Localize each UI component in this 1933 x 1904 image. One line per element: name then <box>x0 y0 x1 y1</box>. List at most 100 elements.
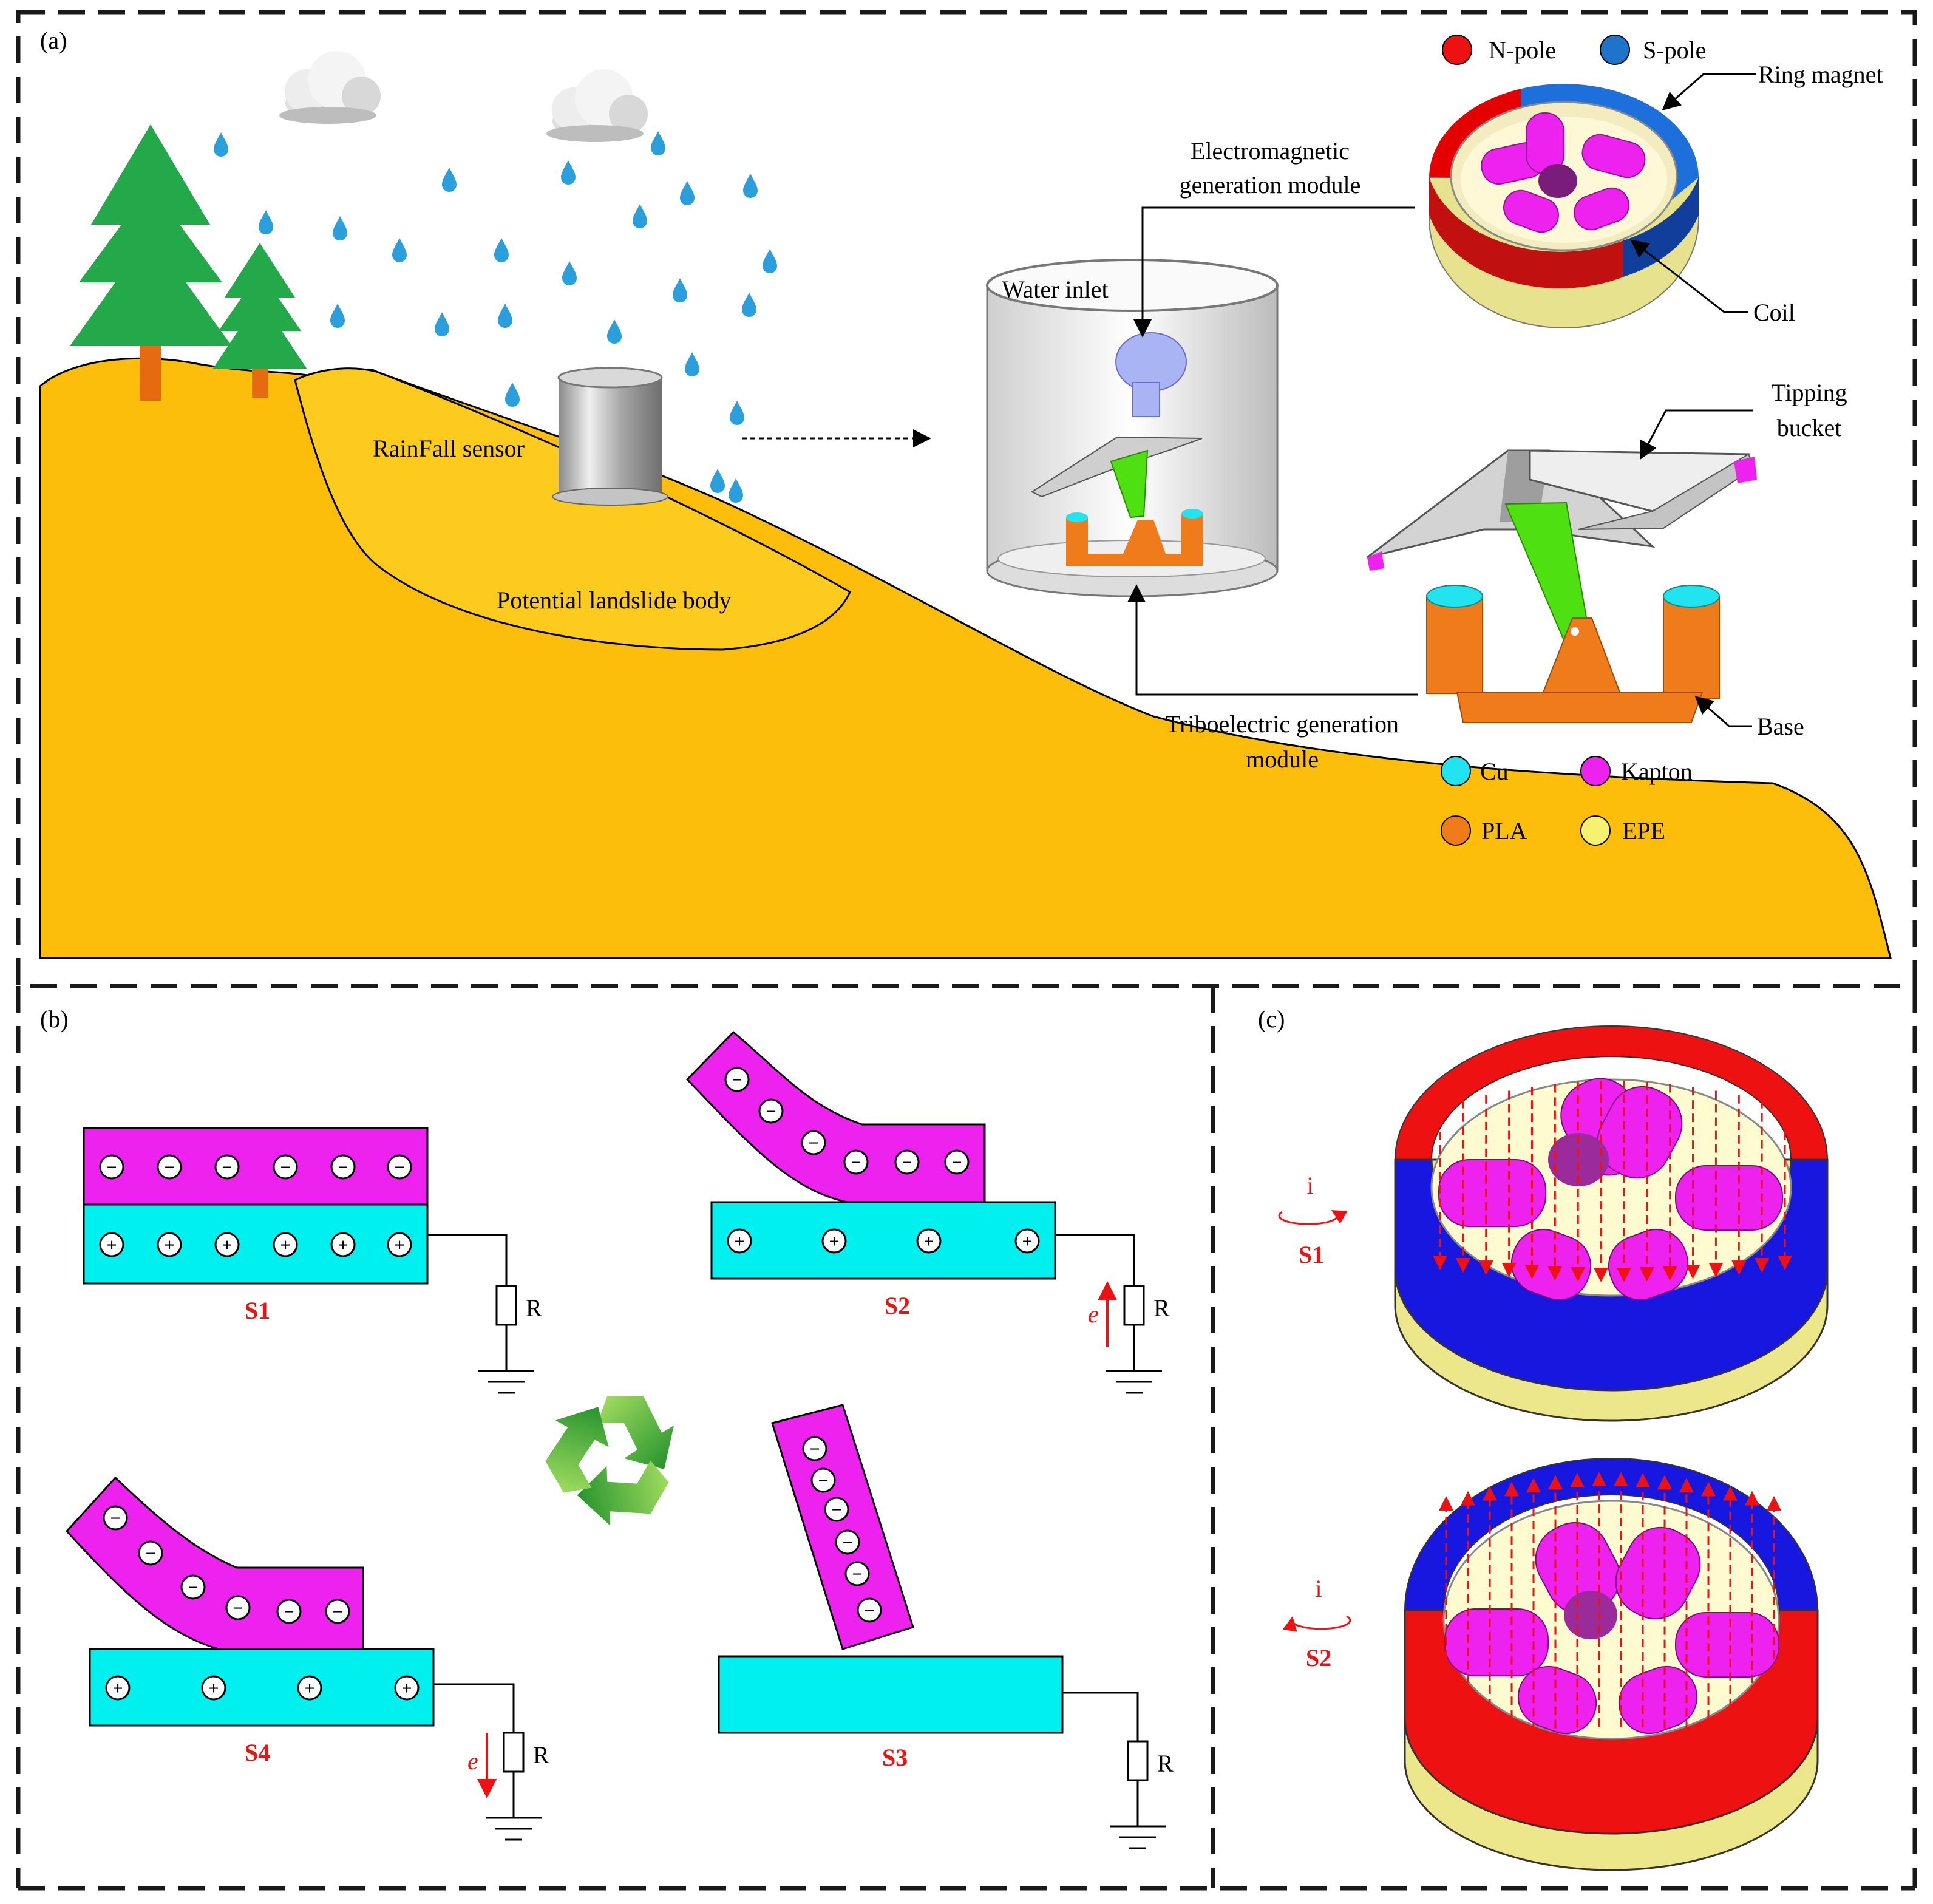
charge-sign: − <box>842 1533 852 1553</box>
charge-sign: + <box>401 1679 412 1699</box>
negative-charge-icon: − <box>835 1529 860 1555</box>
current-label: i <box>1306 1172 1313 1199</box>
negative-charge-icon: − <box>225 1595 251 1620</box>
current-loop-s2: i S2 <box>1283 1575 1351 1671</box>
ring-magnet-s1-icon <box>1394 1025 1829 1422</box>
negative-charge-icon: − <box>138 1540 163 1566</box>
kapton-swatch <box>1580 756 1611 786</box>
resistor-ground: R <box>1110 1735 1174 1849</box>
base-label: Base <box>1757 713 1804 740</box>
rainfall-sensor-label: RainFall sensor <box>373 435 525 462</box>
em-module-label-line1: Electromagnetic <box>1191 137 1350 165</box>
positive-charge-icon: + <box>394 1675 420 1701</box>
tipping-bucket-label-line1: Tipping <box>1771 379 1847 406</box>
rainfall-sensor-icon <box>552 367 668 506</box>
resistor-label: R <box>1153 1294 1170 1322</box>
charge-sign: − <box>145 1544 155 1564</box>
resistor-ground: Re <box>1088 1280 1170 1394</box>
negative-charge-icon: − <box>325 1599 350 1624</box>
resistor-icon <box>1127 1740 1149 1781</box>
charge-sign: − <box>284 1602 294 1622</box>
negative-charge-icon: − <box>857 1597 882 1623</box>
negative-charge-icon: − <box>214 1154 240 1180</box>
panel-b-tag: (b) <box>40 1005 69 1033</box>
positive-charge-icon: + <box>214 1232 240 1257</box>
charge-sign: + <box>1022 1232 1032 1252</box>
negative-charge-icon: − <box>273 1154 298 1180</box>
negative-charge-icon: − <box>894 1149 920 1175</box>
cu-label: Cu <box>1480 758 1509 785</box>
charge-sign: + <box>923 1232 934 1252</box>
materials-legend: Cu Kapton PLA EPE <box>1441 756 1693 846</box>
charge-sign: − <box>280 1158 290 1178</box>
charge-sign: − <box>332 1602 342 1622</box>
charge-sign: + <box>734 1232 744 1252</box>
kapton-label: Kapton <box>1621 758 1693 785</box>
charge-sign: + <box>829 1232 839 1252</box>
charge-sign: − <box>766 1102 776 1122</box>
charge-sign: + <box>112 1679 123 1699</box>
state-s1-diagram: −−−−−− ++++++ S1 <box>83 1127 508 1324</box>
kapton-layer <box>83 1127 429 1206</box>
electron-label: e <box>467 1747 478 1775</box>
resistor-label: R <box>526 1294 542 1322</box>
water-inlet-label: Water inlet <box>1002 276 1109 303</box>
state-s2-label: S2 <box>1306 1644 1331 1671</box>
em-module-leader <box>1133 206 1415 338</box>
charge-sign: − <box>233 1599 243 1619</box>
tipping-bucket-label-line2: bucket <box>1777 414 1842 441</box>
panel-a-tag: (a) <box>40 27 67 54</box>
resistor-label: R <box>1157 1750 1174 1777</box>
positive-charge-icon: + <box>1014 1228 1040 1254</box>
positive-charge-icon: + <box>387 1232 412 1257</box>
state-s1-label: S1 <box>1299 1241 1324 1268</box>
negative-charge-icon: − <box>157 1154 182 1180</box>
charge-sign: + <box>164 1236 174 1256</box>
pla-swatch <box>1441 815 1471 846</box>
copper-layer <box>718 1655 1064 1734</box>
state-s1-label: S1 <box>245 1297 270 1324</box>
positive-charge-icon: + <box>201 1675 226 1701</box>
positive-charge-icon: + <box>821 1228 847 1254</box>
coil-label: Coil <box>1753 299 1795 326</box>
negative-charge-icon: − <box>801 1130 826 1155</box>
charge-sign: − <box>831 1500 841 1520</box>
resistor-label: R <box>533 1741 549 1769</box>
landslide-label: Potential landslide body <box>497 586 732 614</box>
charge-sign: + <box>280 1236 290 1256</box>
tipping-bucket-leader <box>1640 409 1753 460</box>
charge-sign: + <box>106 1236 117 1256</box>
n-pole-label: N-pole <box>1489 36 1556 64</box>
epe-label: EPE <box>1622 817 1665 845</box>
negative-charge-icon: − <box>387 1154 412 1180</box>
charge-sign: − <box>106 1158 117 1178</box>
charge-sign: − <box>809 1440 820 1460</box>
panel-c-tag: (c) <box>1258 1005 1285 1033</box>
charge-sign: − <box>951 1153 962 1173</box>
electron-label: e <box>1088 1300 1099 1328</box>
state-s4-diagram: −−−−−− ++++ S4 <box>65 1476 515 1766</box>
ring-magnet-s2-icon <box>1404 1458 1819 1871</box>
negative-charge-icon: − <box>843 1149 869 1175</box>
resistor-ground: Re <box>467 1727 549 1841</box>
epe-swatch <box>1580 815 1611 846</box>
negative-charge-icon: − <box>330 1154 356 1180</box>
panel-c: (c) i S1 <box>1258 1005 1829 1871</box>
positive-charge-icon: + <box>105 1675 131 1701</box>
negative-charge-icon: − <box>758 1098 784 1124</box>
current-label: i <box>1315 1575 1322 1602</box>
charge-sign: − <box>864 1601 874 1621</box>
negative-charge-icon: − <box>944 1149 970 1175</box>
charge-sign: − <box>222 1158 232 1178</box>
positive-charge-icon: + <box>916 1228 942 1254</box>
charge-sign: − <box>732 1070 742 1090</box>
negative-charge-icon: − <box>180 1574 206 1600</box>
negative-charge-icon: − <box>844 1561 870 1586</box>
negative-charge-icon: − <box>810 1467 836 1493</box>
negative-charge-icon: − <box>99 1154 124 1180</box>
charge-sign: − <box>188 1578 198 1598</box>
ring-magnet-label: Ring magnet <box>1758 61 1883 88</box>
positive-charge-icon: + <box>297 1675 322 1701</box>
charge-sign: − <box>338 1158 348 1178</box>
